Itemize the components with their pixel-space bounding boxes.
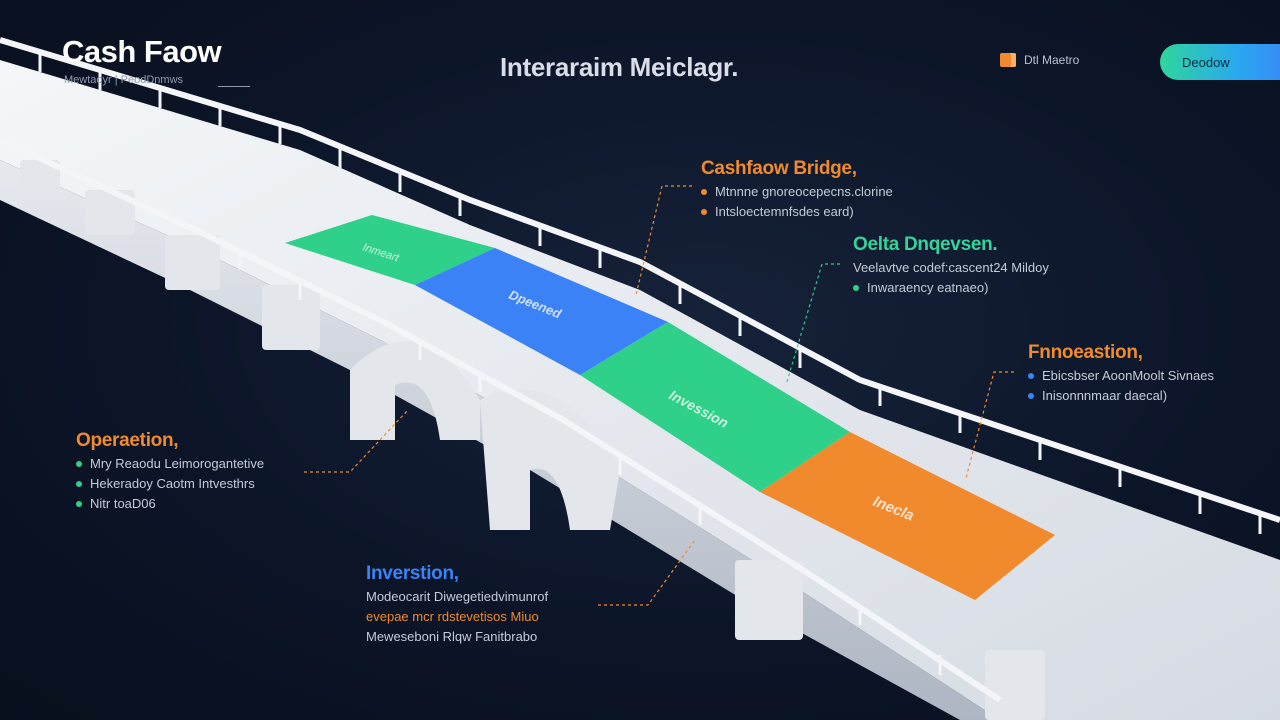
bullet-icon xyxy=(701,209,707,215)
callout-line: Modeocarit Diwegetiedvimunrof xyxy=(366,589,549,604)
callout-delta: Oelta Dnqevsen. Veelavtve codef:cascent2… xyxy=(853,232,1049,298)
callout-cashflow-bridge: Cashfaow Bridge, Mtnnne gnoreocepecns.cl… xyxy=(701,156,893,222)
callout-line: Intsloectemnfsdes eard) xyxy=(701,202,893,222)
leader-delta xyxy=(785,263,840,386)
callout-line: Veelavtve codef:cascent24 Mildoy xyxy=(853,260,1049,275)
bullet-icon xyxy=(76,461,82,467)
top-action-button[interactable]: Deodow xyxy=(1160,44,1280,80)
callout-title: Oelta Dnqevsen. xyxy=(853,234,998,255)
brand-title: Cash Faow xyxy=(62,34,222,69)
brand-underline xyxy=(218,86,250,87)
callout-line: Inisonnnmaar daecal) xyxy=(1028,386,1214,406)
callout-line: Mtnnne gnoreocepecns.clorine xyxy=(701,182,893,202)
bullet-icon xyxy=(701,189,707,195)
leader-cashflow xyxy=(635,185,692,296)
segment-financing xyxy=(760,432,1055,600)
segment-operating xyxy=(285,215,495,285)
bullet-icon xyxy=(1028,373,1034,379)
bullet-icon xyxy=(76,481,82,487)
callout-title: Inverstion, xyxy=(366,563,459,584)
callout-line: Meweseboni Rlqw Fanitbrabo xyxy=(366,629,538,644)
callout-line: Ebicsbser AoonMoolt Sivnaes xyxy=(1028,366,1214,386)
top-action-button-label: Deodow xyxy=(1182,54,1230,70)
leader-financing xyxy=(965,371,1014,479)
bridge-railing-near xyxy=(0,137,1002,703)
callout-line: evepae mcr rdstevetisos Miuo xyxy=(366,609,539,624)
page-title: Interaraim Meiclagr. xyxy=(500,52,739,82)
leader-investion xyxy=(598,539,696,606)
segment-delta xyxy=(580,322,850,492)
bridge-railing-posts xyxy=(38,52,1262,675)
leader-lines xyxy=(304,185,1014,606)
document-icon xyxy=(1000,53,1016,67)
bullet-icon xyxy=(1028,393,1034,399)
leader-operation xyxy=(304,409,409,473)
brand-subtitle: Mewtaoyr | PeodDnmws xyxy=(64,74,184,86)
bullet-icon xyxy=(853,285,859,291)
callout-investion: Inverstion, Modeocarit Diwegetiedvimunro… xyxy=(366,561,548,647)
segment-investing xyxy=(415,248,668,375)
callout-title: Operaetion, xyxy=(76,430,179,451)
callout-operation: Operaetion, Mry Reaodu Leimorogantetive … xyxy=(76,428,264,514)
callout-title: Cashfaow Bridge, xyxy=(701,158,857,179)
bridge-railing-far xyxy=(0,37,1280,523)
callout-title: Fnnoeastion, xyxy=(1028,342,1143,363)
bullet-icon xyxy=(76,501,82,507)
callout-line: Hekeradoy Caotm Intvesthrs xyxy=(76,474,264,494)
callout-line: Inwaraency eatnaeo) xyxy=(853,278,1049,298)
callout-financing: Fnnoeastion, Ebicsbser AoonMoolt Sivnaes… xyxy=(1028,340,1214,406)
top-nav-link-label: Dtl Maetro xyxy=(1024,53,1080,67)
callout-line: Nitr toaD06 xyxy=(76,494,264,514)
bridge-piers xyxy=(20,160,1045,720)
callout-line: Mry Reaodu Leimorogantetive xyxy=(76,454,264,474)
top-nav-link[interactable]: Dtl Maetro xyxy=(1000,53,1079,67)
